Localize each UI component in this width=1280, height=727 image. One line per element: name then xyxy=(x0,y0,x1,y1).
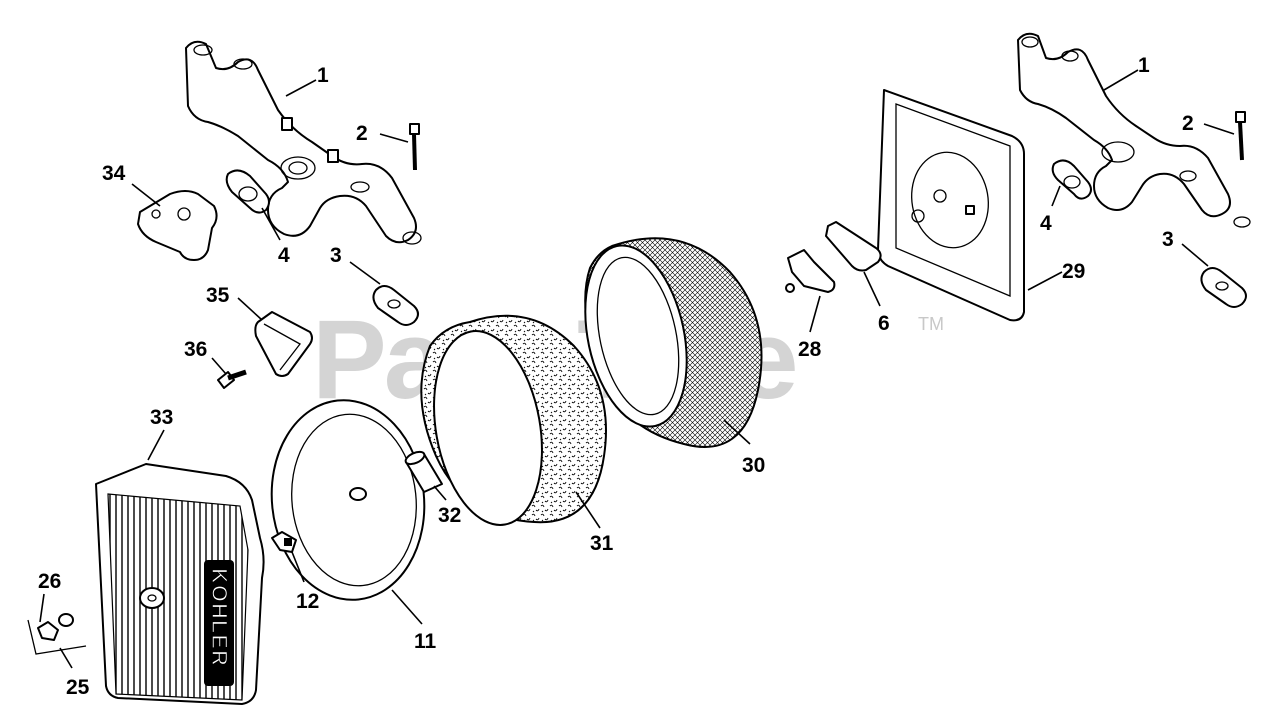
callout-1-right: 1 xyxy=(1138,54,1150,77)
callout-1-left: 1 xyxy=(317,64,329,87)
part-1-manifold-left xyxy=(185,40,422,245)
part-33-housing: KOHLER xyxy=(95,463,265,705)
part-25-decal xyxy=(27,619,87,655)
callout-30: 30 xyxy=(742,454,765,477)
part-6-bracket xyxy=(825,221,882,272)
part-26-clip xyxy=(37,613,74,641)
callout-33: 33 xyxy=(150,406,173,429)
part-12-wing-nut xyxy=(271,531,297,553)
kohler-brand-text: KOHLER xyxy=(207,568,232,667)
callout-34: 34 xyxy=(102,162,126,185)
callout-2-left: 2 xyxy=(356,122,368,145)
callout-31: 31 xyxy=(590,532,614,555)
callout-6: 6 xyxy=(878,312,890,335)
part-32-spacer xyxy=(404,450,443,493)
callout-3-left: 3 xyxy=(330,244,342,267)
part-28-fitting xyxy=(785,249,836,293)
callout-2-right: 2 xyxy=(1182,112,1194,135)
callout-3-right: 3 xyxy=(1162,228,1174,251)
callout-28: 28 xyxy=(798,338,822,361)
callout-36: 36 xyxy=(184,338,207,361)
callout-4-right: 4 xyxy=(1040,212,1052,235)
part-31-precleaner xyxy=(420,314,607,526)
part-4-gasket-right xyxy=(1051,159,1092,200)
callout-29: 29 xyxy=(1062,260,1085,283)
part-3-gasket-left xyxy=(372,285,419,326)
part-36-screw xyxy=(217,369,247,389)
part-2-bolt-right xyxy=(1235,111,1246,161)
callout-12: 12 xyxy=(296,590,319,613)
part-1-manifold-right xyxy=(1017,32,1251,228)
part-11-cleaner-cover xyxy=(270,399,426,601)
callout-32: 32 xyxy=(438,504,461,527)
trademark-mark: TM xyxy=(918,314,944,334)
part-34-bracket xyxy=(137,190,218,261)
callout-25: 25 xyxy=(66,676,90,699)
callout-11: 11 xyxy=(414,630,437,653)
part-29-backplate xyxy=(877,89,1025,322)
part-4-gasket-left xyxy=(225,169,270,214)
part-35-cover xyxy=(254,311,313,377)
part-2-bolt-left xyxy=(409,123,420,171)
callout-4-left: 4 xyxy=(278,244,290,267)
part-30-element xyxy=(584,237,763,448)
callout-35: 35 xyxy=(206,284,230,307)
callout-26: 26 xyxy=(38,570,61,593)
part-3-gasket-right xyxy=(1200,267,1247,308)
